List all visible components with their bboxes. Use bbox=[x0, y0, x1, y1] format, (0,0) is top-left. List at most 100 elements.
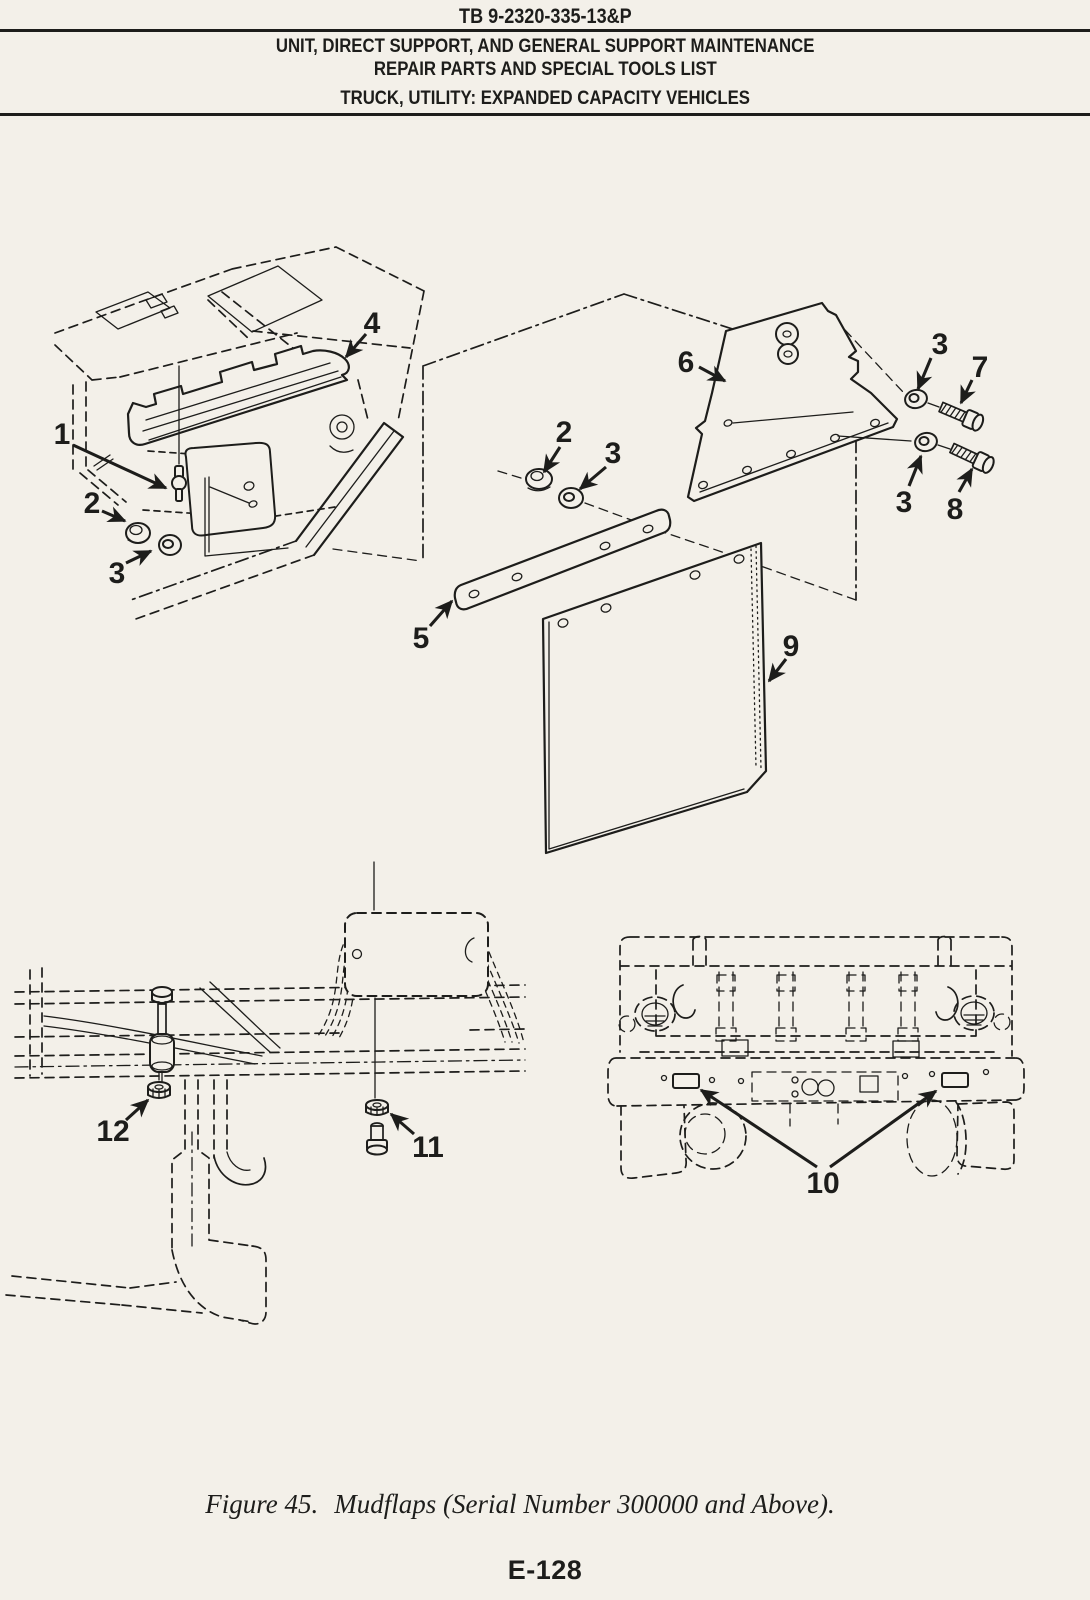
callout-3-center: 3 bbox=[578, 437, 622, 491]
tail-lamps bbox=[618, 995, 1011, 1033]
tire-tread-center bbox=[207, 265, 323, 333]
frame-rail-centerline bbox=[14, 1059, 526, 1068]
strip-holes bbox=[468, 524, 654, 599]
callout-3-front: 3 bbox=[109, 549, 153, 590]
mudflap-location-right-part10 bbox=[941, 1072, 969, 1088]
screw-part11 bbox=[366, 1122, 388, 1156]
mudflap-holes bbox=[557, 554, 745, 628]
header-line-1: UNIT, DIRECT SUPPORT, AND GENERAL SUPPOR… bbox=[275, 35, 815, 57]
spare-tire-right-tread bbox=[906, 1099, 958, 1177]
lamp-screw-right bbox=[464, 937, 475, 963]
washer-part3-lower bbox=[914, 431, 938, 453]
hub-detail-outer bbox=[329, 414, 355, 440]
support-arm-crease bbox=[305, 430, 395, 548]
callout-10: 10 bbox=[699, 1088, 938, 1200]
sill-plate-fold-lines bbox=[142, 362, 342, 441]
spare-tire-right-arc bbox=[955, 1101, 967, 1175]
mudflap-location-left-part10 bbox=[672, 1073, 700, 1089]
nut-part12 bbox=[147, 1081, 171, 1099]
mudflap-thickness bbox=[548, 621, 745, 850]
rail-upper-hidden bbox=[127, 540, 297, 602]
truck-rear-view bbox=[607, 935, 1025, 1180]
callout-11-label: 11 bbox=[412, 1131, 444, 1164]
callout-9-label: 9 bbox=[783, 630, 800, 663]
callout-8: 8 bbox=[947, 467, 974, 526]
callout-7: 7 bbox=[959, 351, 989, 405]
frame-rail-underside bbox=[5, 861, 526, 1325]
frame-end bbox=[29, 967, 43, 1077]
callout-6: 6 bbox=[678, 346, 727, 383]
header-rule-bottom bbox=[0, 113, 1090, 116]
rail-lower-hidden bbox=[132, 554, 315, 621]
callout-11: 11 bbox=[389, 1112, 444, 1164]
callout-3-label: 3 bbox=[109, 557, 126, 590]
callout-1-label: 1 bbox=[54, 418, 71, 451]
nut-part2-front bbox=[125, 522, 151, 544]
rear-mudflap-left bbox=[620, 1105, 688, 1180]
j-hook-outer bbox=[213, 1155, 267, 1186]
retaining-strip-part5 bbox=[453, 508, 672, 611]
callout-9: 9 bbox=[767, 630, 800, 683]
callout-4-label: 4 bbox=[364, 307, 381, 340]
mudflap-assembly bbox=[422, 293, 995, 855]
callout-7-label: 7 bbox=[972, 351, 989, 384]
figure-caption-label: Figure 45. bbox=[205, 1489, 319, 1519]
spare-tire-left-inner bbox=[684, 1113, 726, 1155]
phantom-plane bbox=[422, 293, 857, 601]
header-line-2: REPAIR PARTS AND SPECIAL TOOLS LIST bbox=[373, 58, 717, 80]
rear-body-outline bbox=[619, 936, 1013, 1057]
j-hook-inner bbox=[226, 1151, 251, 1171]
bracket-hole bbox=[248, 500, 258, 508]
bumper-center-details bbox=[660, 1068, 990, 1127]
callout-10-label: 10 bbox=[806, 1167, 839, 1200]
frame-rail-hidden-lines bbox=[14, 984, 526, 1079]
tailgate-panel bbox=[655, 969, 977, 1037]
bolt-and-spacer bbox=[149, 986, 175, 1086]
tb-number-text: TB 9-2320-335-13&P bbox=[458, 5, 632, 28]
callout-2-front: 2 bbox=[84, 487, 127, 523]
callout-12: 12 bbox=[96, 1098, 150, 1148]
hinge-detail bbox=[93, 293, 179, 471]
bolt8-axis bbox=[837, 402, 951, 450]
harness-bundle-right bbox=[467, 949, 525, 1044]
mudflap-bracket-hidden bbox=[171, 1079, 267, 1325]
bolt-part7 bbox=[938, 401, 985, 432]
mudflap-part9 bbox=[541, 541, 768, 855]
washer-part3-front bbox=[158, 534, 182, 556]
bumper-end-bracket bbox=[184, 441, 277, 537]
rail-to-plane-leader bbox=[332, 548, 422, 562]
bracket6-fold-line bbox=[699, 411, 889, 493]
cut-plane bbox=[204, 476, 289, 557]
front-fender-assembly bbox=[54, 246, 425, 621]
callout-2-center: 2 bbox=[542, 416, 573, 474]
callout-2-label: 2 bbox=[556, 416, 573, 449]
rear-top-posts bbox=[692, 935, 952, 967]
tb-number: TB 9-2320-335-13&P bbox=[0, 5, 1090, 29]
treadplate-right bbox=[892, 1040, 920, 1058]
nut-part2-center bbox=[525, 468, 553, 492]
callout-3-label: 3 bbox=[932, 328, 949, 361]
mounting-bracket-part6 bbox=[686, 301, 899, 503]
callout-5-label: 5 bbox=[413, 622, 430, 655]
support-arm bbox=[294, 421, 405, 557]
lower-rail-hidden bbox=[5, 1275, 203, 1314]
callout-3-label: 3 bbox=[605, 437, 622, 470]
callout-3-lower-right: 3 bbox=[896, 454, 923, 519]
callout-1: 1 bbox=[54, 418, 168, 490]
marker-lamp bbox=[344, 912, 489, 997]
header-rule-top bbox=[0, 29, 1090, 32]
tailgate-channels bbox=[715, 971, 919, 1042]
rear-mudflap-right bbox=[956, 1101, 1015, 1171]
bolt-part8 bbox=[949, 442, 995, 474]
tire-tread-left bbox=[95, 291, 171, 330]
callout-3-upper-right: 3 bbox=[916, 328, 949, 391]
washer-part3-center bbox=[558, 487, 584, 509]
mudflap-edge-shading bbox=[750, 545, 762, 770]
figure-caption-title: Mudflaps (Serial Number 300000 and Above… bbox=[334, 1489, 835, 1519]
screw-part1 bbox=[171, 465, 187, 502]
bracket-hole bbox=[243, 481, 255, 491]
rear-bumper bbox=[607, 1057, 1025, 1107]
callout-6-label: 6 bbox=[678, 346, 695, 379]
